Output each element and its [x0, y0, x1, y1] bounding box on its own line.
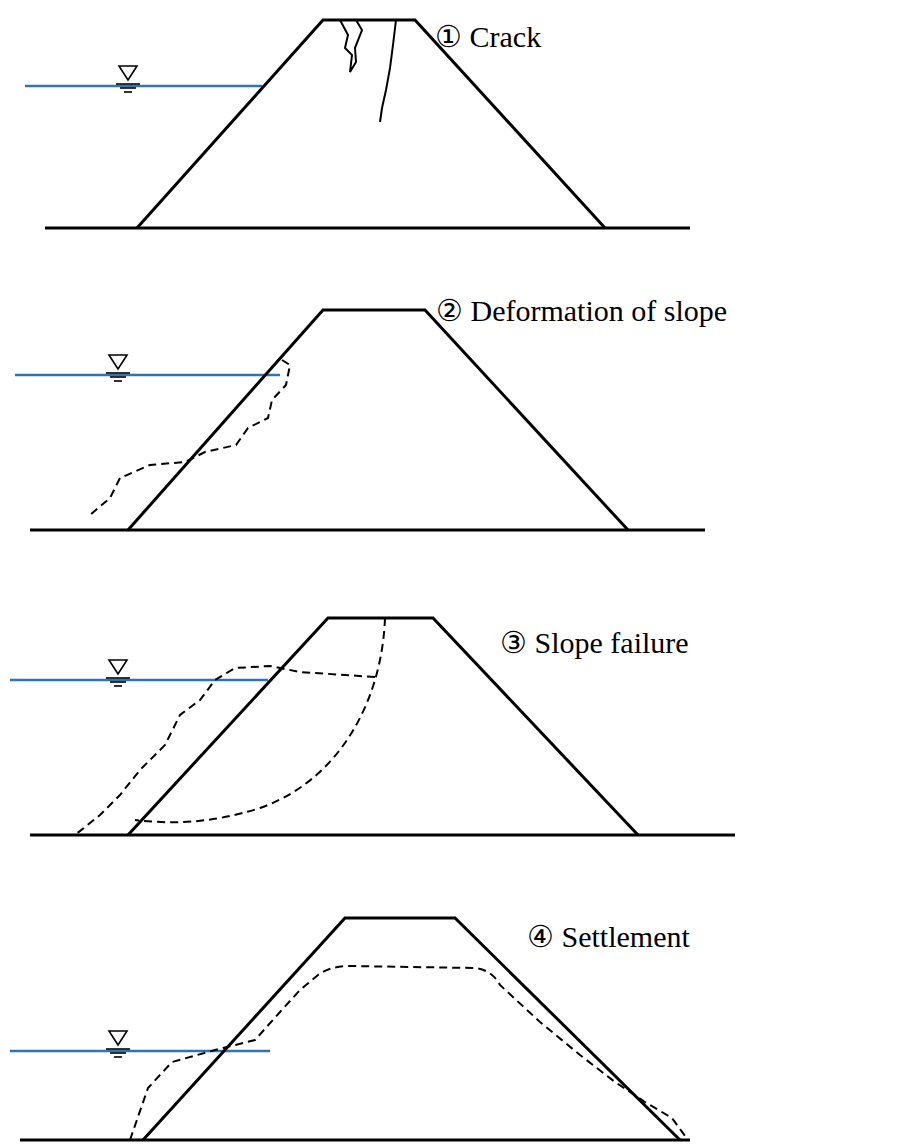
panel-label: ③ Slope failure — [500, 626, 689, 659]
panel-label: ② Deformation of slope — [436, 294, 727, 327]
slope-deformation-panel — [15, 310, 705, 530]
settlement-panel — [10, 918, 690, 1140]
crack-panel — [25, 20, 690, 228]
slope-failure-panel — [10, 618, 735, 835]
panel-label: ① Crack — [435, 20, 541, 53]
panel-label: ④ Settlement — [527, 920, 690, 953]
